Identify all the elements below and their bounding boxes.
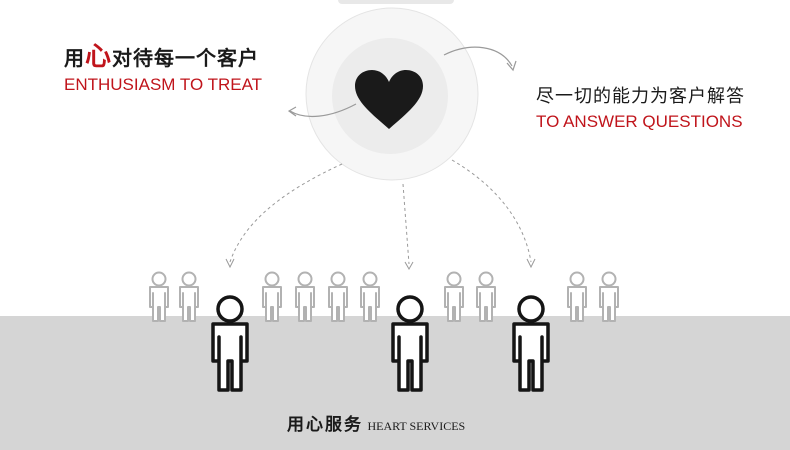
person-small-7 <box>444 271 464 322</box>
footer-title-cn: 用心服务 <box>287 415 363 435</box>
person-small-2 <box>179 271 199 322</box>
curve-arrow-right <box>443 46 513 67</box>
person-large-left <box>211 295 249 392</box>
person-small-8 <box>476 271 496 322</box>
accent-character: 心 <box>85 41 113 71</box>
person-small-5 <box>328 271 348 322</box>
top-tab <box>338 0 454 4</box>
heart-icon <box>355 70 423 129</box>
right-tagline-en: TO ANSWER QUESTIONS <box>536 112 743 131</box>
left-tagline-cn: 用心对待每一个客户 <box>64 41 260 71</box>
person-small-10 <box>599 271 619 322</box>
right-tagline-cn: 尽一切的能力为客户解答 <box>536 86 745 106</box>
person-large-right <box>512 295 550 392</box>
left-tagline: 用心对待每一个客户 ENTHUSIASM TO TREAT <box>64 41 263 96</box>
right-tagline: 尽一切的能力为客户解答 TO ANSWER QUESTIONS <box>536 84 745 133</box>
dashed-arrow-right <box>451 159 532 263</box>
curve-arrow-left <box>289 103 357 117</box>
person-small-9 <box>567 271 587 322</box>
dashed-arrow-center <box>402 183 410 265</box>
person-small-4 <box>295 271 315 322</box>
left-tagline-en: ENTHUSIASM TO TREAT <box>64 75 263 94</box>
person-small-3 <box>262 271 282 322</box>
footer-title: 用心服务 HEART SERVICES <box>287 410 465 435</box>
person-small-1 <box>149 271 169 322</box>
person-small-6 <box>360 271 380 322</box>
person-large-center <box>391 295 429 392</box>
footer-title-en: HEART SERVICES <box>367 419 466 433</box>
dashed-arrow-left <box>229 163 343 263</box>
